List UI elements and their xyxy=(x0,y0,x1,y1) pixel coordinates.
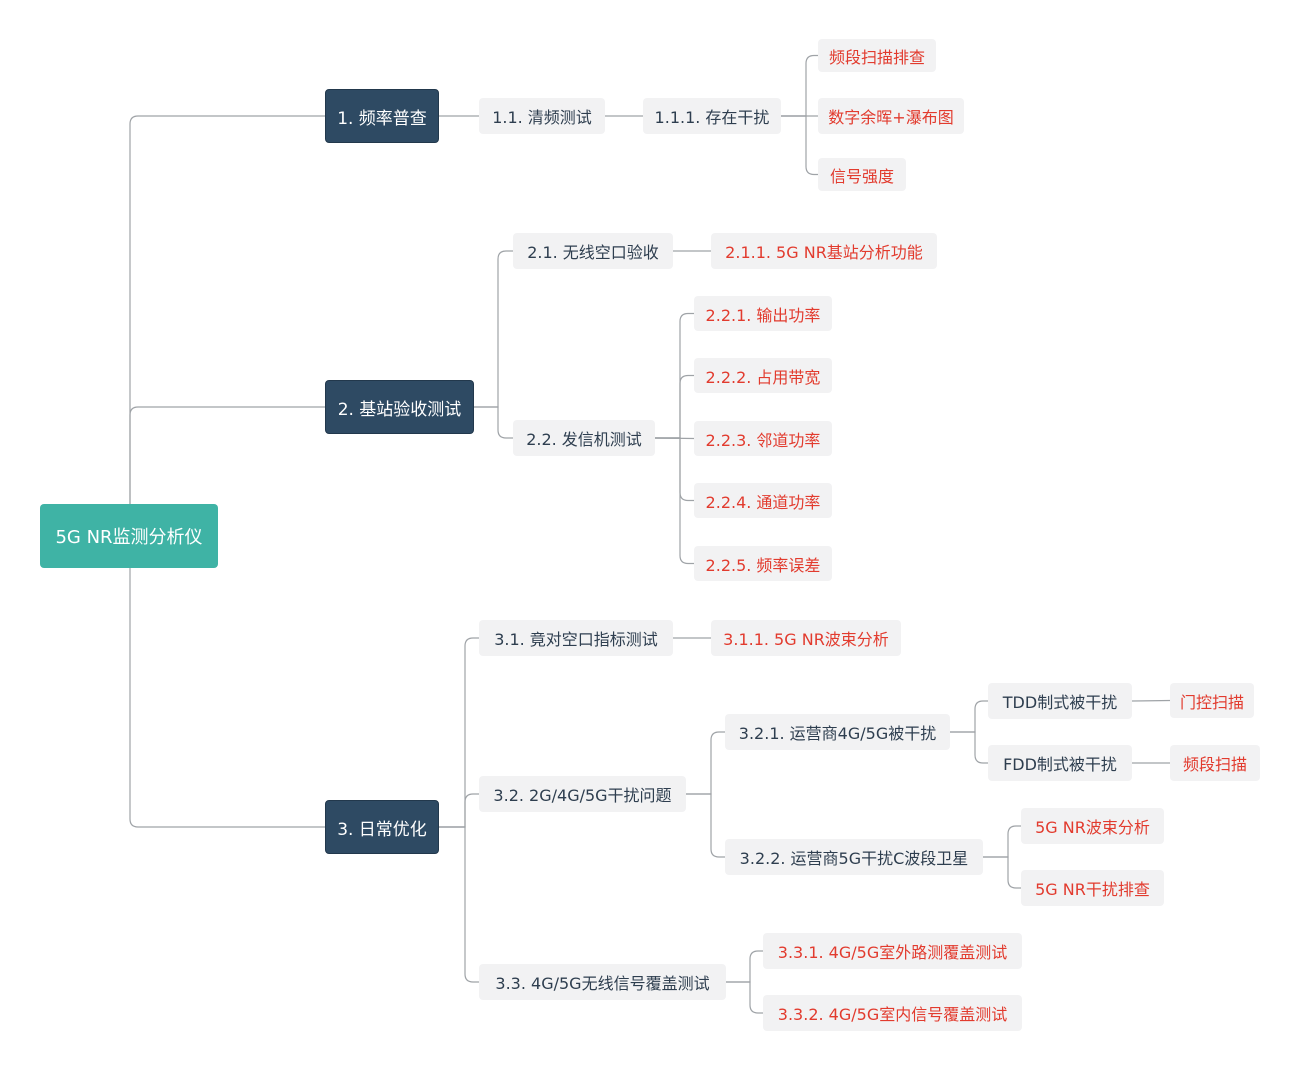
leaf-3-3-2[interactable]: 3.3.2. 4G/5G室内信号覆盖测试 xyxy=(763,995,1022,1031)
connector-branch-3-node-to-node-3-1 xyxy=(439,637,479,828)
connector-node-3-3-to-leaf-3-3-1 xyxy=(726,950,763,983)
root-node[interactable]: 5G NR监测分析仪 xyxy=(40,504,218,568)
branch-3-node[interactable]: 3. 日常优化 xyxy=(325,800,439,854)
leaf-signal-strength[interactable]: 信号强度 xyxy=(818,158,906,191)
node-2-1[interactable]: 2.1. 无线空口验收 xyxy=(513,233,673,269)
connector-branch-3-node-to-node-3-3 xyxy=(439,826,479,983)
connector-node-2-2-to-leaf-2-2-2 xyxy=(655,374,694,439)
connector-branch-2-node-to-node-2-2 xyxy=(474,406,513,439)
leaf-3-1-1[interactable]: 3.1.1. 5G NR波束分析 xyxy=(711,620,901,656)
connector-branch-2-node-to-node-2-1 xyxy=(474,250,513,408)
node-3-1[interactable]: 3.1. 竟对空口指标测试 xyxy=(479,620,673,656)
node-fdd[interactable]: FDD制式被干扰 xyxy=(988,745,1132,781)
connector-node-3-2-1-to-node-fdd xyxy=(950,731,988,764)
leaf-3-3-1[interactable]: 3.3.1. 4G/5G室外路测覆盖测试 xyxy=(763,933,1022,969)
connector-node-3-2-to-node-3-2-1 xyxy=(686,731,725,795)
leaf-2-2-3[interactable]: 2.2.3. 邻道功率 xyxy=(694,421,832,456)
leaf-gated-scan[interactable]: 门控扫描 xyxy=(1170,683,1254,718)
node-3-2-2[interactable]: 3.2.2. 运营商5G干扰C波段卫星 xyxy=(725,839,983,875)
connector-root-node-to-branch-3-node xyxy=(129,568,325,828)
leaf-2-2-5[interactable]: 2.2.5. 频率误差 xyxy=(694,546,832,581)
node-3-2[interactable]: 3.2. 2G/4G/5G干扰问题 xyxy=(479,776,686,812)
node-1-1-1[interactable]: 1.1.1. 存在干扰 xyxy=(643,98,781,134)
connector-node-3-2-1-to-node-tdd xyxy=(950,700,988,733)
connector-node-1-1-1-to-leaf-signal-strength xyxy=(781,115,818,176)
connector-node-2-2-to-leaf-2-2-1 xyxy=(655,312,694,439)
connector-node-2-2-to-leaf-2-2-5 xyxy=(655,437,694,565)
leaf-digital-persistence-waterfall[interactable]: 数字余晖+瀑布图 xyxy=(818,98,964,134)
connector-branch-3-node-to-node-3-2 xyxy=(439,793,479,828)
node-3-3[interactable]: 3.3. 4G/5G无线信号覆盖测试 xyxy=(479,964,726,1000)
branch-2-node[interactable]: 2. 基站验收测试 xyxy=(325,380,474,434)
connector-node-2-2-to-leaf-2-2-4 xyxy=(655,437,694,502)
leaf-2-2-2[interactable]: 2.2.2. 占用带宽 xyxy=(694,358,832,393)
node-3-2-1[interactable]: 3.2.1. 运营商4G/5G被干扰 xyxy=(725,714,950,750)
leaf-2-2-1[interactable]: 2.2.1. 输出功率 xyxy=(694,296,832,331)
connector-node-3-3-to-leaf-3-3-2 xyxy=(726,981,763,1014)
leaf-5g-beam-analysis[interactable]: 5G NR波束分析 xyxy=(1021,808,1164,844)
connector-node-1-1-1-to-leaf-band-scan-check xyxy=(781,54,818,117)
connector-root-node-to-branch-1-node xyxy=(129,115,325,504)
connector-node-3-2-2-to-leaf-5g-interference-check xyxy=(983,856,1021,889)
leaf-band-scan-check[interactable]: 频段扫描排查 xyxy=(818,39,936,72)
node-tdd[interactable]: TDD制式被干扰 xyxy=(988,683,1132,719)
leaf-2-1-1[interactable]: 2.1.1. 5G NR基站分析功能 xyxy=(711,233,937,269)
leaf-2-2-4[interactable]: 2.2.4. 通道功率 xyxy=(694,483,832,518)
connector-node-tdd-to-leaf-gated-scan xyxy=(1131,699,1171,702)
node-1-1[interactable]: 1.1. 清频测试 xyxy=(479,98,605,134)
node-2-2[interactable]: 2.2. 发信机测试 xyxy=(513,420,655,456)
connector-root-node-to-branch-2-node xyxy=(129,406,325,504)
branch-1-node[interactable]: 1. 频率普查 xyxy=(325,89,439,143)
connector-node-3-2-2-to-leaf-5g-beam-analysis xyxy=(983,825,1021,858)
leaf-band-scan[interactable]: 频段扫描 xyxy=(1170,745,1260,781)
connector-node-3-2-to-node-3-2-2 xyxy=(686,793,725,858)
leaf-5g-interference-check[interactable]: 5G NR干扰排查 xyxy=(1021,870,1164,906)
